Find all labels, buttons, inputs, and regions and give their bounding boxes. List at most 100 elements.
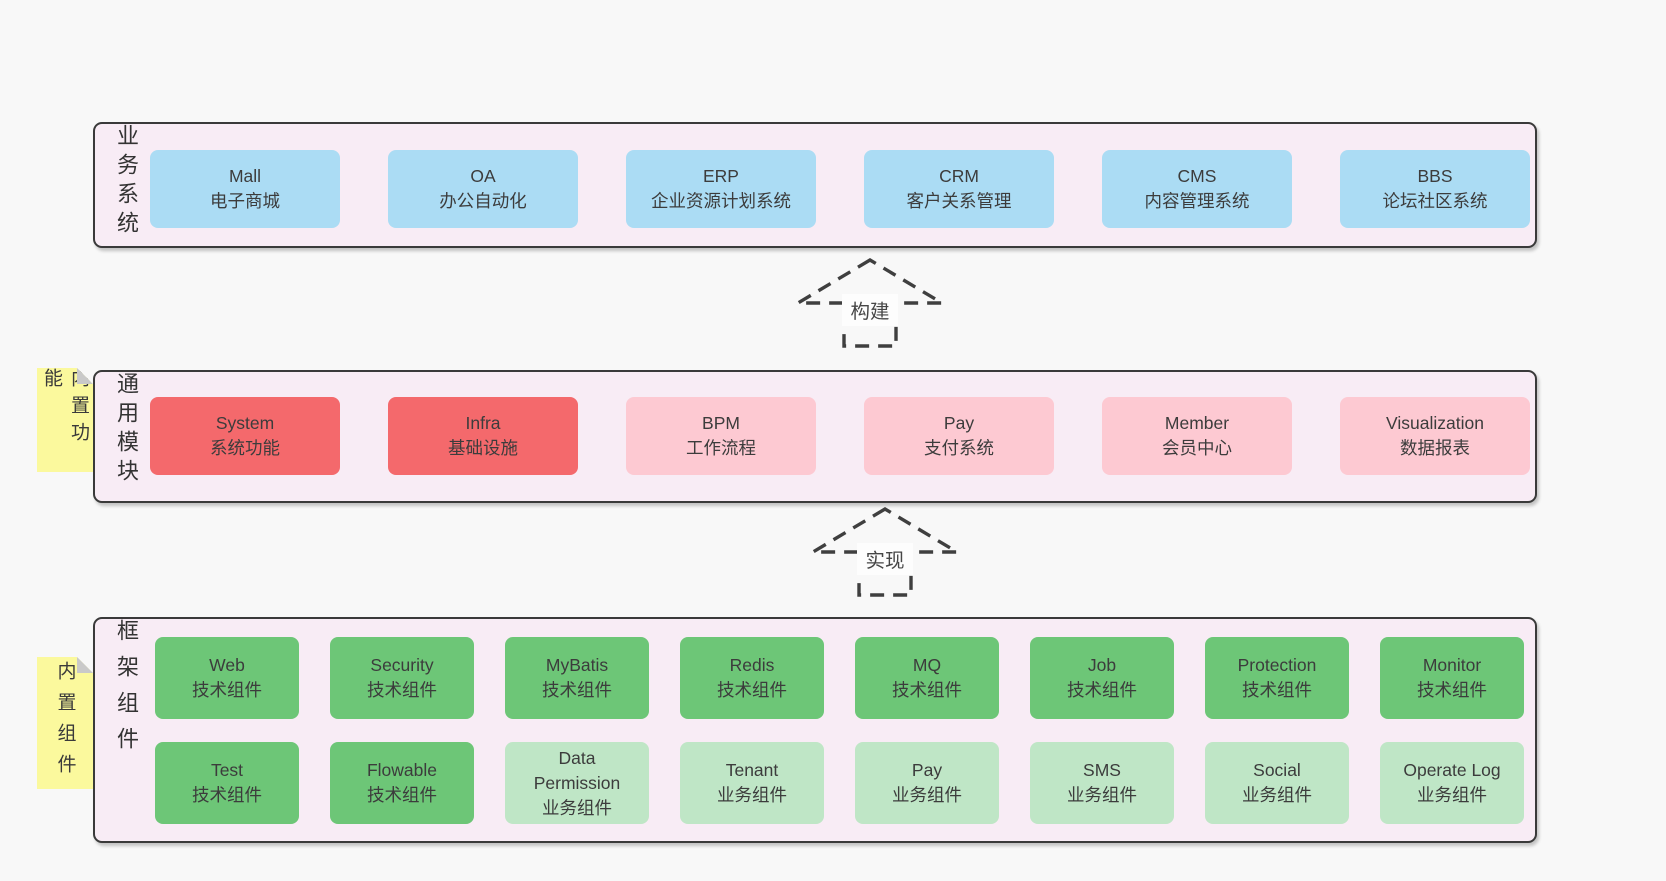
module-title: Operate Log <box>1403 760 1501 780</box>
module-title: Test <box>210 760 244 780</box>
module-title: Web <box>209 655 245 675</box>
module-subtitle: 业务组件 <box>892 785 962 805</box>
module-title: Member <box>1164 413 1230 433</box>
module-title: BBS <box>1417 166 1453 186</box>
module-title: ERP <box>703 166 739 186</box>
module-subtitle: 工作流程 <box>686 438 756 458</box>
module-subtitle: 数据报表 <box>1400 438 1470 458</box>
module-title: Mall <box>228 166 262 186</box>
module-box: Job 技术组件 <box>1030 637 1174 719</box>
module-title: CRM <box>939 166 979 186</box>
module-subtitle: 技术组件 <box>1067 680 1137 700</box>
module-subtitle: 技术组件 <box>892 680 962 700</box>
module-subtitle: 技术组件 <box>542 680 612 700</box>
module-subtitle: 业务组件 <box>1417 785 1487 805</box>
module-title: Tenant <box>725 760 779 780</box>
module-subtitle: 客户关系管理 <box>906 191 1012 211</box>
module-subtitle: 技术组件 <box>1417 680 1487 700</box>
module-title: Pay <box>911 760 943 780</box>
module-title: MyBatis <box>545 655 609 675</box>
layer-common-modules: 通用模块 System 系统功能 Infra 基础设施 BPM 工作流程 Pay… <box>93 370 1537 503</box>
module-title: Flowable <box>366 760 438 780</box>
module-box: BPM 工作流程 <box>626 397 816 475</box>
module-box: Member 会员中心 <box>1102 397 1292 475</box>
implement-arrow-label: 实现 <box>865 550 904 572</box>
module-box: Pay 支付系统 <box>864 397 1054 475</box>
module-subtitle: 论坛社区系统 <box>1382 191 1488 211</box>
module-box: SMS 业务组件 <box>1030 742 1174 824</box>
build-arrow: 构建 <box>791 258 949 348</box>
framework-tech-row: Web 技术组件 Security 技术组件 MyBatis 技术组件 Redi… <box>95 637 1535 719</box>
module-box: OA 办公自动化 <box>388 150 578 228</box>
builtin-components-sticky-note: 内置组件 <box>37 657 93 789</box>
common-modules-row: System 系统功能 Infra 基础设施 BPM 工作流程 Pay 支付系统… <box>95 397 1535 475</box>
module-box: Tenant 业务组件 <box>680 742 824 824</box>
module-subtitle: 业务组件 <box>1242 785 1312 805</box>
module-title: Infra <box>465 413 501 433</box>
module-subtitle: 企业资源计划系统 <box>651 191 791 211</box>
module-subtitle: 电子商城 <box>210 191 280 211</box>
module-box: Test 技术组件 <box>155 742 299 824</box>
module-box: Security 技术组件 <box>330 637 474 719</box>
module-box: Infra 基础设施 <box>388 397 578 475</box>
module-box: ERP 企业资源计划系统 <box>626 150 816 228</box>
framework-biz-row: Test 技术组件 Flowable 技术组件 Data Permission … <box>95 742 1535 824</box>
layer-business-systems: 业务系统 Mall 电子商城 OA 办公自动化 ERP 企业资源计划系统 CRM… <box>93 122 1537 248</box>
module-title: Pay <box>943 413 975 433</box>
module-title: Social <box>1253 760 1301 780</box>
module-subtitle: 技术组件 <box>192 680 262 700</box>
module-box: Monitor 技术组件 <box>1380 637 1524 719</box>
module-box: Redis 技术组件 <box>680 637 824 719</box>
module-subtitle: 业务组件 <box>717 785 787 805</box>
folded-corner-icon <box>77 368 93 384</box>
module-title: MQ <box>912 655 942 675</box>
module-subtitle: 技术组件 <box>367 785 437 805</box>
module-title: Data Permission <box>533 747 621 793</box>
module-box: Data Permission 业务组件 <box>505 742 649 824</box>
module-title: BPM <box>702 413 740 433</box>
builtin-components-label: 内置组件 <box>54 661 76 785</box>
module-subtitle: 技术组件 <box>1242 680 1312 700</box>
module-title: SMS <box>1083 760 1121 780</box>
module-title: OA <box>470 166 496 186</box>
module-title: Protection <box>1237 655 1317 675</box>
folded-corner-icon <box>77 657 93 673</box>
module-subtitle: 支付系统 <box>924 438 994 458</box>
module-subtitle: 业务组件 <box>1067 785 1137 805</box>
layer-common-modules-label: 通用模块 <box>114 372 139 488</box>
module-subtitle: 技术组件 <box>192 785 262 805</box>
module-subtitle: 内容管理系统 <box>1144 191 1250 211</box>
module-subtitle: 系统功能 <box>210 438 280 458</box>
module-subtitle: 技术组件 <box>367 680 437 700</box>
module-box: MQ 技术组件 <box>855 637 999 719</box>
module-box: MyBatis 技术组件 <box>505 637 649 719</box>
build-arrow-label-bg <box>842 294 898 326</box>
module-title: Security <box>370 655 434 675</box>
layer-framework-components-label: 框架组件 <box>114 619 139 763</box>
module-subtitle: 技术组件 <box>717 680 787 700</box>
module-subtitle: 办公自动化 <box>439 191 527 211</box>
module-box: Visualization 数据报表 <box>1340 397 1530 475</box>
module-box: Social 业务组件 <box>1205 742 1349 824</box>
layer-business-systems-label: 业务系统 <box>114 124 139 240</box>
module-box: Protection 技术组件 <box>1205 637 1349 719</box>
module-title: Job <box>1087 655 1117 675</box>
builtin-functions-sticky-note: 内置功能 <box>37 368 93 472</box>
module-subtitle: 基础设施 <box>448 438 518 458</box>
module-box: Web 技术组件 <box>155 637 299 719</box>
module-box: CRM 客户关系管理 <box>864 150 1054 228</box>
module-box: CMS 内容管理系统 <box>1102 150 1292 228</box>
module-subtitle: 会员中心 <box>1162 438 1232 458</box>
business-systems-row: Mall 电子商城 OA 办公自动化 ERP 企业资源计划系统 CRM 客户关系… <box>95 150 1535 228</box>
module-box: Operate Log 业务组件 <box>1380 742 1524 824</box>
module-box: System 系统功能 <box>150 397 340 475</box>
module-title: Visualization <box>1386 413 1484 433</box>
build-arrow-outline <box>791 258 949 348</box>
module-title: Redis <box>729 655 775 675</box>
layer-framework-components: 框架组件 Web 技术组件 Security 技术组件 MyBatis 技术组件… <box>93 617 1537 843</box>
module-subtitle: 业务组件 <box>542 797 612 818</box>
implement-arrow-label-bg <box>857 543 913 575</box>
module-title: CMS <box>1177 166 1217 186</box>
module-box: Mall 电子商城 <box>150 150 340 228</box>
